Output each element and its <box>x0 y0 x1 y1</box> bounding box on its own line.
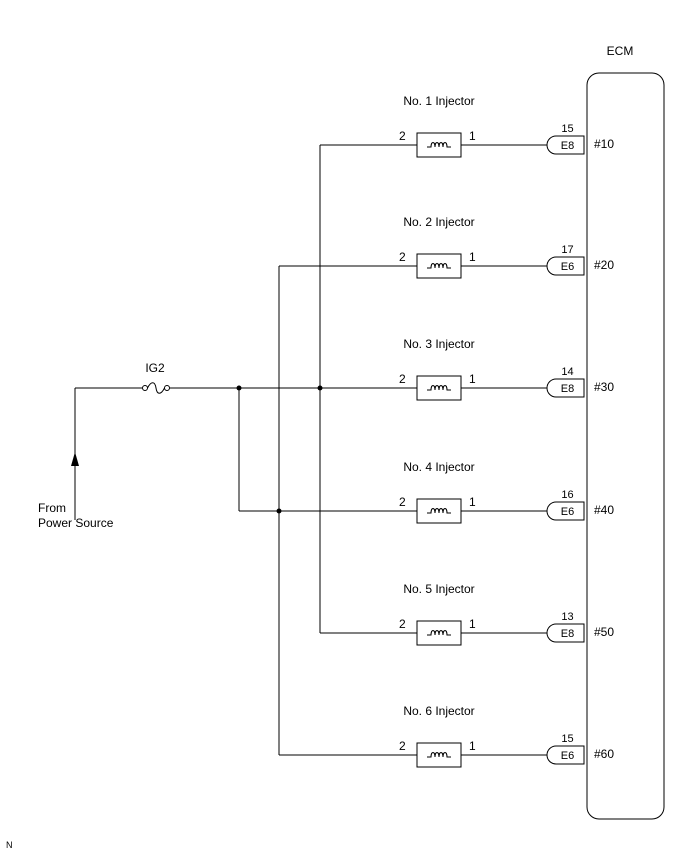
injector-row: No. 2 Injector 2 1E6 17 #20 <box>279 215 614 279</box>
connector-shape <box>546 501 585 521</box>
injector-row: No. 4 Injector 2 1E6 16 #40 <box>279 460 614 524</box>
injector-pin1-label: 1 <box>469 617 476 631</box>
terminal-number: 15 <box>561 733 573 745</box>
injector-name: No. 3 Injector <box>403 337 474 351</box>
ecm-pin-label: #40 <box>594 503 614 517</box>
injector-name: No. 5 Injector <box>403 582 474 596</box>
coil-icon <box>427 385 451 391</box>
coil-icon <box>427 752 451 758</box>
ecm-label: ECM <box>607 44 634 58</box>
connector-shape <box>546 378 585 398</box>
injector-row: No. 3 Injector 2 1E8 14 #30 <box>320 337 614 401</box>
connector-code: E8 <box>561 383 574 395</box>
ecm-pin-label: #30 <box>594 380 614 394</box>
connector-code: E6 <box>561 750 574 762</box>
connector-code: E8 <box>561 140 574 152</box>
fuse-icon <box>142 382 170 394</box>
coil-icon <box>427 630 451 636</box>
injector-pin2-label: 2 <box>399 739 406 753</box>
coil-icon <box>427 142 451 148</box>
terminal-number: 15 <box>561 123 573 135</box>
injector-pin1-label: 1 <box>469 129 476 143</box>
connector-code: E6 <box>561 261 574 273</box>
injector-row: No. 5 Injector 2 1E8 13 #50 <box>320 582 614 646</box>
injector-row: No. 1 Injector 2 1E8 15 #10 <box>320 94 614 158</box>
injector-pin1-label: 1 <box>469 372 476 386</box>
junction-dot <box>236 385 242 391</box>
injector-name: No. 1 Injector <box>403 94 474 108</box>
terminal-number: 13 <box>561 611 573 623</box>
ecm-pin-label: #10 <box>594 137 614 151</box>
injector-pin2-label: 2 <box>399 372 406 386</box>
power-source-label-line2: Power Source <box>38 516 114 530</box>
power-source-arrow-icon <box>71 452 79 466</box>
injector-name: No. 6 Injector <box>403 704 474 718</box>
coil-icon <box>427 508 451 514</box>
injector-name: No. 2 Injector <box>403 215 474 229</box>
power-source-label-line1: From <box>38 501 66 515</box>
injector-name: No. 4 Injector <box>403 460 474 474</box>
injector-pin1-label: 1 <box>469 250 476 264</box>
corner-mark: N <box>6 840 13 850</box>
ecm-pin-label: #60 <box>594 747 614 761</box>
terminal-number: 17 <box>561 244 573 256</box>
injector-pin2-label: 2 <box>399 250 406 264</box>
coil-icon <box>427 263 451 269</box>
injector-pin2-label: 2 <box>399 617 406 631</box>
ecm-pin-label: #20 <box>594 258 614 272</box>
connector-shape <box>546 256 585 276</box>
ecm-pin-label: #50 <box>594 625 614 639</box>
injector-pin2-label: 2 <box>399 495 406 509</box>
injector-pin1-label: 1 <box>469 495 476 509</box>
connector-code: E8 <box>561 628 574 640</box>
fuse-label: IG2 <box>145 361 165 375</box>
terminal-number: 16 <box>561 489 573 501</box>
connector-shape <box>546 623 585 643</box>
injector-row: No. 6 Injector 2 1E6 15 #60 <box>279 704 614 768</box>
injector-pin1-label: 1 <box>469 739 476 753</box>
injector-pin2-label: 2 <box>399 129 406 143</box>
connector-code: E6 <box>561 506 574 518</box>
ecm-box <box>586 72 665 820</box>
terminal-number: 14 <box>561 366 573 378</box>
connector-shape <box>546 135 585 155</box>
connector-shape <box>546 745 585 765</box>
